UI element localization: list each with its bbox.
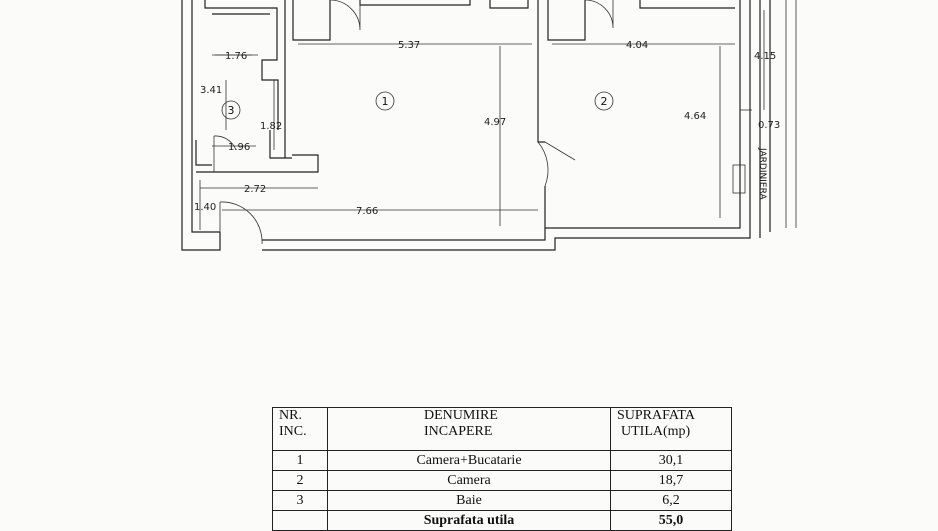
total-row: Suprafata utila 55,0 xyxy=(272,510,732,531)
row-nr: 3 xyxy=(272,490,328,511)
floor-plan: 1.76 5.37 4.04 4.15 3.41 1.82 4.97 4.64 … xyxy=(181,0,797,251)
row-nr: 1 xyxy=(272,450,328,471)
total-nr xyxy=(272,510,328,531)
dim-label: 3.41 xyxy=(200,85,222,96)
header-text: INC. xyxy=(279,424,307,439)
header-nr: NR.INC. xyxy=(272,407,328,451)
dim-label: 4.15 xyxy=(754,51,776,62)
dim-label: 4.04 xyxy=(626,40,648,51)
row-area: 6,2 xyxy=(610,490,732,511)
header-text: NR. xyxy=(279,408,302,423)
table-row: 3 Baie 6,2 xyxy=(272,490,732,511)
header-text: UTILA(mp) xyxy=(621,424,691,439)
dim-label: 1.96 xyxy=(228,142,250,153)
dim-label: 1.76 xyxy=(225,51,247,62)
dimension-labels: 1.76 5.37 4.04 4.15 3.41 1.82 4.97 4.64 … xyxy=(194,40,780,217)
dim-label: 0.73 xyxy=(758,120,780,131)
row-name: Camera xyxy=(327,470,611,491)
room-number: 2 xyxy=(601,95,608,108)
room-markers: 1 2 3 xyxy=(221,91,614,120)
dim-label: 4.64 xyxy=(684,111,706,122)
door-arcs xyxy=(213,0,614,245)
dim-label: 1.82 xyxy=(260,121,282,132)
dim-label: 7.66 xyxy=(356,206,378,217)
dim-label: 1.40 xyxy=(194,202,216,213)
total-label: Suprafata utila xyxy=(327,510,611,531)
row-area: 18,7 xyxy=(610,470,732,491)
row-area: 30,1 xyxy=(610,450,732,471)
header-text: INCAPERE xyxy=(424,424,493,439)
dimension-lines xyxy=(199,10,765,230)
row-name: Baie xyxy=(327,490,611,511)
balcony-label: JARDINIERA xyxy=(757,147,767,200)
header-text: DENUMIRE xyxy=(424,408,498,423)
table-row: 1 Camera+Bucatarie 30,1 xyxy=(272,450,732,471)
table-row: 2 Camera 18,7 xyxy=(272,470,732,491)
dim-label: 4.97 xyxy=(484,117,506,128)
header-text: SUPRAFATA xyxy=(617,408,695,423)
row-nr: 2 xyxy=(272,470,328,491)
dim-label: 2.72 xyxy=(244,184,266,195)
room-number: 1 xyxy=(382,95,389,108)
row-name: Camera+Bucatarie xyxy=(327,450,611,471)
dim-label: 5.37 xyxy=(398,40,420,51)
room-number: 3 xyxy=(228,104,235,117)
interior-walls xyxy=(284,0,752,228)
total-area: 55,0 xyxy=(610,510,732,531)
